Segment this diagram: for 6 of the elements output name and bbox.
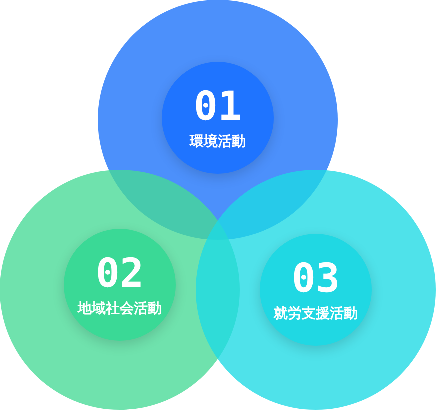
category-label: 就労支援活動	[274, 305, 358, 323]
category-label: 環境活動	[190, 133, 246, 151]
number-label: 03	[292, 257, 340, 301]
number-label: 01	[194, 85, 242, 129]
category-label: 地域社会活動	[78, 300, 162, 318]
number-label: 02	[96, 252, 144, 296]
